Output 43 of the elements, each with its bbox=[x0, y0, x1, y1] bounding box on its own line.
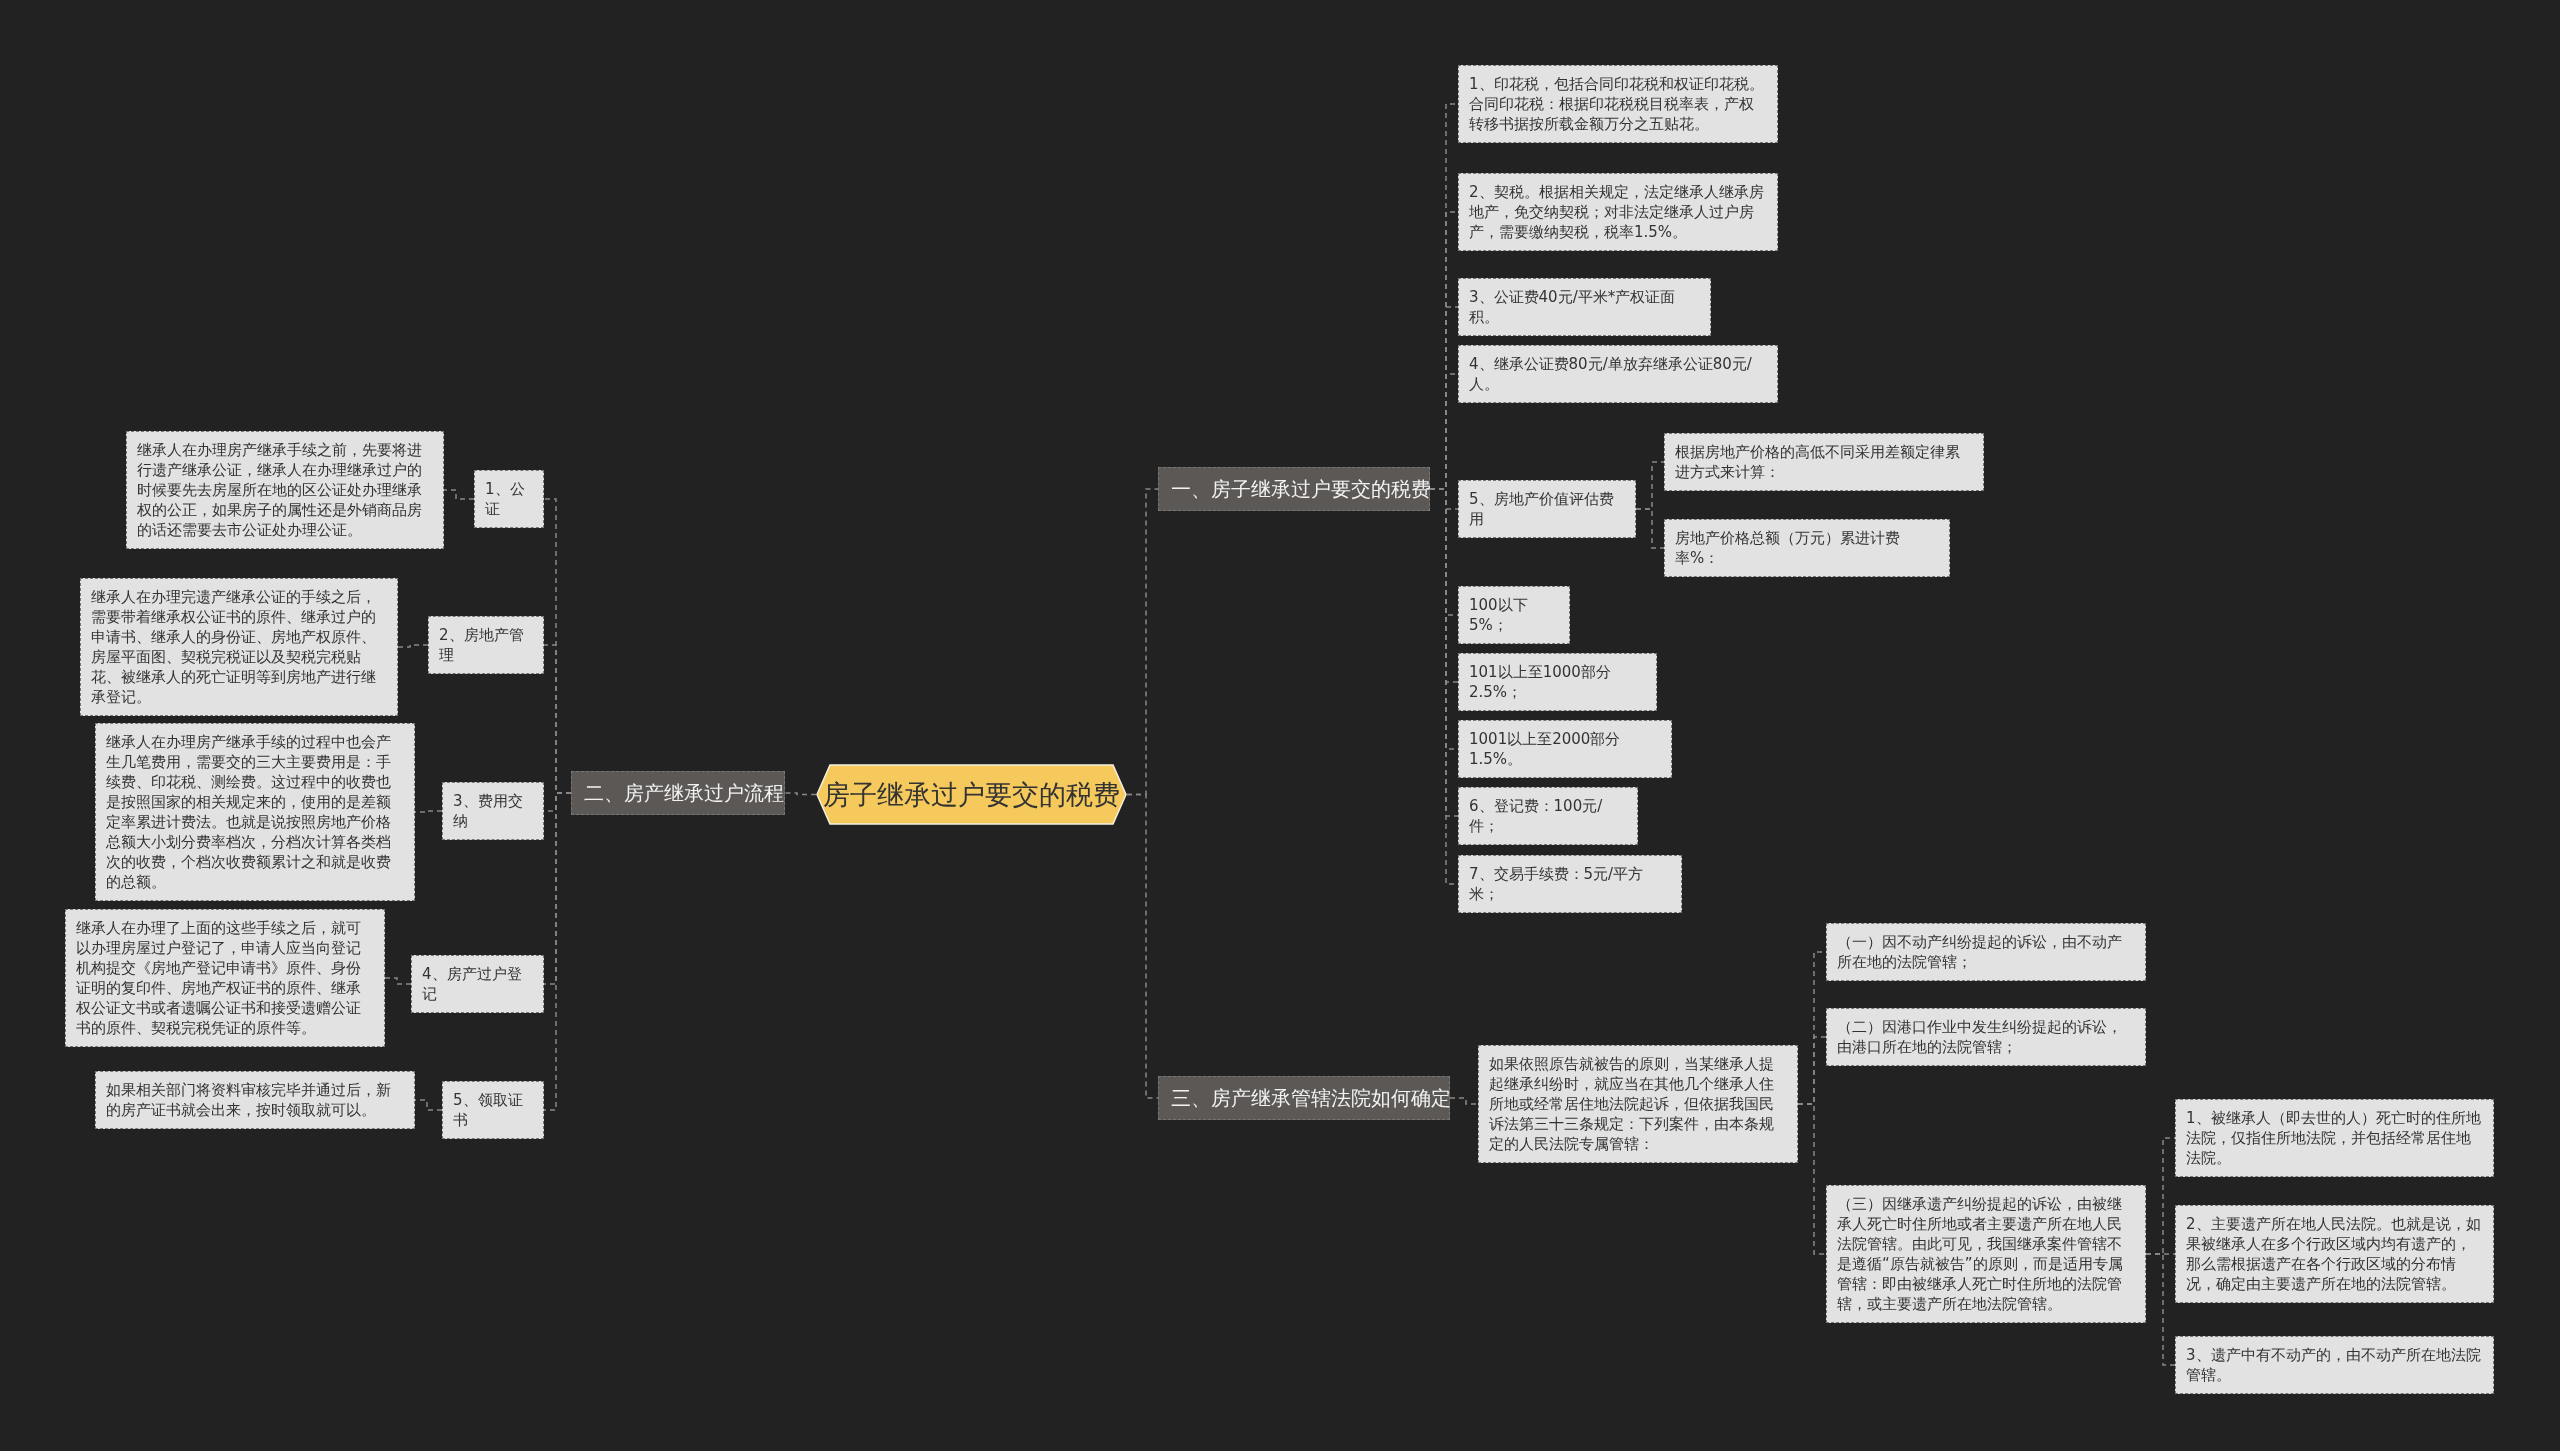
text-box: 6、登记费：100元/件； bbox=[1458, 787, 1638, 845]
text-box: 4、房产过户登记 bbox=[411, 955, 544, 1013]
connector-line bbox=[2145, 1253, 2176, 1366]
text-box: 2、契税。根据相关规定，法定继承人继承房地产，免交纳契税；对非法定继承人过户房产，需要缴纳契税，税率1.5%。 bbox=[1458, 173, 1778, 251]
central-topic: 房子继承过户要交的税费 bbox=[816, 764, 1127, 825]
text-box: （三）因继承遗产纠纷提起的诉讼，由被继承人死亡时住所地或者主要遗产所在地人民法院管辖。由此可见，我国继承案件管辖不是遵循“原告就被告”的原则，而是适用专属管辖：即由被继承人死亡时住所地的法院管辖，或主要遗产所在地法院管辖。 bbox=[1826, 1185, 2146, 1323]
text-box: 100以下5%； bbox=[1458, 586, 1570, 644]
connector-line bbox=[443, 489, 475, 500]
text-box: 继承人在办理完遗产继承公证的手续之后，需要带着继承权公证书的原件、继承过户的申请书、继承人的身份证、房地产权原件、房屋平面图、契税完税证以及契税完税贴花、被继承人的死亡证明等到房地产进行继承登记。 bbox=[80, 578, 398, 716]
connector-line bbox=[543, 792, 572, 1111]
text-box: 3、遗产中有不动产的，由不动产所在地法院管辖。 bbox=[2175, 1336, 2494, 1394]
text-box: 如果依照原告就被告的原则，当某继承人提起继承纠纷时，就应当在其他几个继承人住所地或经常居住地法院起诉，但依据我国民诉法第三十三条规定：下列案件，由本条规定的人民法院专属管辖： bbox=[1478, 1045, 1798, 1163]
connector-line bbox=[1797, 1103, 1827, 1255]
text-box: （一）因不动产纠纷提起的诉讼，由不动产所在地的法院管辖； bbox=[1826, 923, 2146, 981]
text-box: 5、领取证书 bbox=[442, 1081, 544, 1139]
branch-topic: 一、房子继承过户要交的税费 bbox=[1158, 467, 1430, 511]
text-box: 1、被继承人（即去世的人）死亡时的住所地法院，仅指住所地法院，并包括经常居住地法院。 bbox=[2175, 1099, 2494, 1177]
connector-line bbox=[1635, 508, 1665, 549]
text-box: 1001以上至2000部分1.5%。 bbox=[1458, 720, 1672, 778]
text-box: 继承人在办理房产继承手续之前，先要将进行遗产继承公证，继承人在办理继承过户的时候要先去房屋所在地的区公证处办理继承权的公正，如果房子的属性还是外销商品房的话还需要去市公证处办理公证。 bbox=[126, 431, 444, 549]
branch-topic: 二、房产继承过户流程 bbox=[571, 771, 785, 815]
text-box: （二）因港口作业中发生纠纷提起的诉讼，由港口所在地的法院管辖； bbox=[1826, 1008, 2146, 1066]
text-box: 4、继承公证费80元/单放弃继承公证80元/人。 bbox=[1458, 345, 1778, 403]
text-box: 房地产价格总额（万元）累进计费率%： bbox=[1664, 519, 1950, 577]
text-box: 2、房地产管理 bbox=[428, 616, 544, 674]
connector-line bbox=[384, 977, 412, 985]
connector-line bbox=[397, 644, 429, 648]
text-box: 继承人在办理房产继承手续的过程中也会产生几笔费用，需要交的三大主要费用是：手续费、印花税、测绘费。这过程中的收费也是按照国家的相关规定来的，使用的是差额定率累进计费法。也就是说按照房地产价格总额大小划分费率档次，分档次计算各类档次的收费，个档次收费额累计之和就是收费的总额。 bbox=[95, 723, 415, 901]
text-box: 1、公证 bbox=[474, 470, 544, 528]
text-box: 3、公证费40元/平米*产权证面积。 bbox=[1458, 278, 1711, 336]
text-box: 5、房地产价值评估费用 bbox=[1458, 480, 1636, 538]
connector-line bbox=[1449, 1097, 1479, 1105]
branch-topic: 三、房产继承管辖法院如何确定 bbox=[1158, 1076, 1450, 1120]
text-box: 如果相关部门将资料审核完毕并通过后，新的房产证书就会出来，按时领取就可以。 bbox=[95, 1071, 415, 1129]
connector-line bbox=[1126, 793, 1159, 1099]
connector-line bbox=[784, 792, 817, 796]
text-box: 继承人在办理了上面的这些手续之后，就可以办理房屋过户登记了，申请人应当向登记机构提交《房地产登记申请书》原件、身份证明的复印件、房地产权证书的原件、继承权公证文书或者遗嘱公证书和接受遗赠公证书的原件、契税完税凭证的原件等。 bbox=[65, 909, 385, 1047]
text-box: 101以上至1000部分2.5%； bbox=[1458, 653, 1657, 711]
text-box: 3、费用交纳 bbox=[442, 782, 544, 840]
text-box: 2、主要遗产所在地人民法院。也就是说，如果被继承人在多个行政区域内均有遗产的，那么需根据遗产在各个行政区域的分布情况，确定由主要遗产所在地的法院管辖。 bbox=[2175, 1205, 2494, 1303]
text-box: 7、交易手续费：5元/平方米； bbox=[1458, 855, 1682, 913]
text-box: 根据房地产价格的高低不同采用差额定律累进方式来计算： bbox=[1664, 433, 1984, 491]
text-box: 1、印花税，包括合同印花税和权证印花税。合同印花税：根据印花税税目税率表，产权转移书据按所载金额万分之五贴花。 bbox=[1458, 65, 1778, 143]
